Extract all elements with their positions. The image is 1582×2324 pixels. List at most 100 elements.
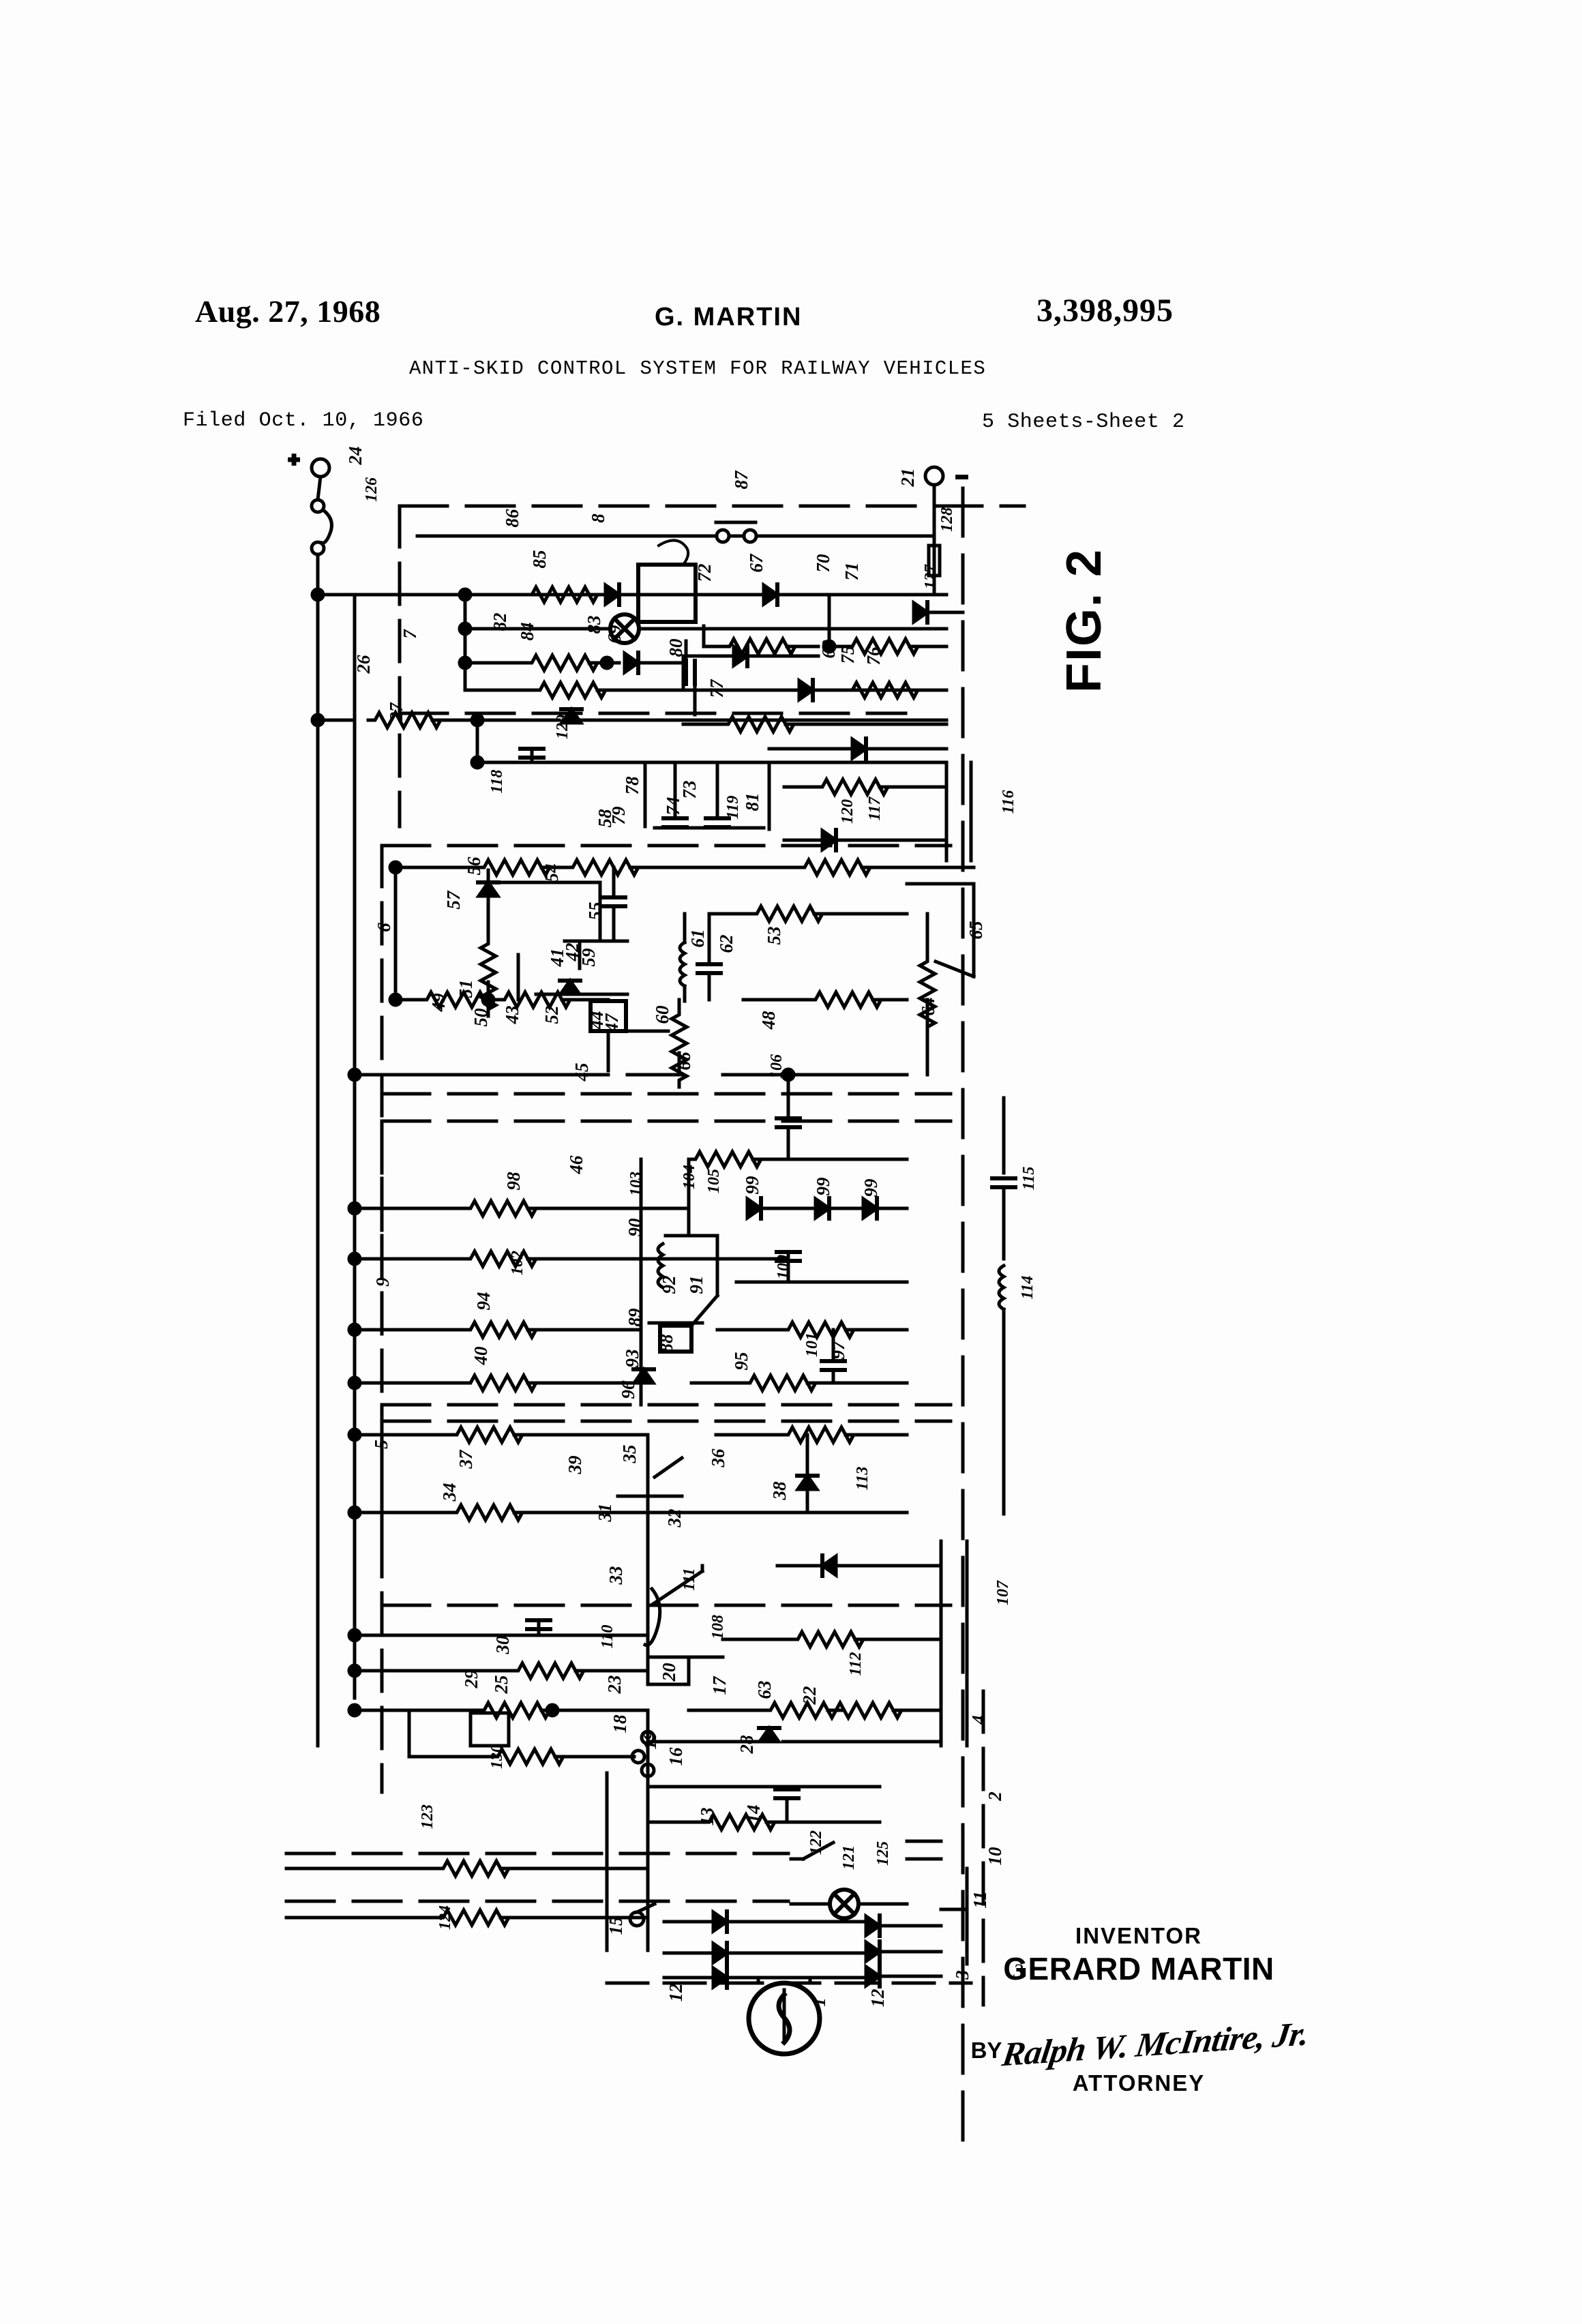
ref-numeral-101: 101: [803, 1332, 821, 1357]
ref-numeral-69: 69: [604, 625, 625, 644]
ref-numeral-86: 86: [502, 509, 522, 528]
ref-numeral-110: 110: [599, 1625, 616, 1649]
patent-title: ANTI-SKID CONTROL SYSTEM FOR RAILWAY VEH…: [409, 357, 987, 380]
ref-numeral-5: 5: [371, 1440, 391, 1449]
ref-numeral-55: 55: [585, 902, 606, 921]
ref-numeral-74: 74: [663, 797, 683, 816]
ref-numeral-107: 107: [994, 1580, 1012, 1605]
ref-numeral-11: 11: [970, 1891, 990, 1909]
ref-numeral-2: 2: [985, 1791, 1005, 1802]
ref-numeral-49: 49: [428, 993, 449, 1013]
ref-numeral-68: 68: [818, 640, 839, 659]
ref-numeral-76: 76: [863, 646, 884, 666]
ref-numeral-66: 66: [674, 1052, 694, 1071]
ref-numeral-31: 31: [595, 1504, 615, 1523]
ref-numeral-119: 119: [724, 796, 742, 820]
ref-numeral-37: 37: [456, 1449, 476, 1470]
ref-numeral-3: 3: [952, 1970, 972, 1980]
ref-numeral-20: 20: [659, 1663, 679, 1682]
ref-numeral-56: 56: [464, 856, 484, 876]
ref-numeral-77: 77: [706, 679, 727, 698]
ref-numeral-117: 117: [866, 796, 884, 821]
ref-numeral-54: 54: [541, 864, 562, 882]
ref-numeral-85: 85: [529, 550, 550, 569]
by-word: BY: [970, 2038, 1002, 2063]
ref-numeral-124: 124: [436, 1905, 454, 1930]
ref-numeral-87: 87: [731, 470, 751, 490]
ref-numeral-129: 129: [554, 715, 571, 739]
ref-numeral-35: 35: [619, 1445, 640, 1464]
ref-numeral-27: 27: [386, 702, 406, 722]
ref-numeral-89: 89: [625, 1308, 645, 1327]
ref-numeral-25: 25: [491, 1675, 511, 1695]
ref-numeral-71: 71: [841, 563, 862, 581]
ref-numeral-22: 22: [799, 1686, 820, 1705]
ref-numeral-58: 58: [595, 809, 615, 828]
ref-numeral-63: 63: [754, 1681, 775, 1699]
svg-text:+: +: [284, 455, 304, 465]
ref-numeral-45: 45: [571, 1063, 592, 1082]
ref-numeral-23: 23: [604, 1675, 625, 1695]
ref-numeral-103: 103: [627, 1172, 645, 1196]
ref-numeral-19: 19: [640, 1731, 660, 1750]
ref-numeral-13: 13: [697, 1808, 717, 1826]
ref-numeral-41: 41: [547, 949, 567, 968]
ref-numeral-123: 123: [419, 1804, 436, 1829]
ref-numeral-105: 105: [705, 1169, 723, 1193]
sheet-count: 5 Sheets-Sheet 2: [982, 411, 1185, 434]
ref-numeral-91: 91: [686, 1276, 706, 1294]
ref-numeral-64: 64: [918, 998, 938, 1016]
ref-numeral-72: 72: [694, 564, 715, 582]
ref-numeral-99: 99: [861, 1178, 881, 1197]
inventor-surname-heading: G. MARTIN: [655, 303, 803, 331]
ref-numeral-113: 113: [854, 1467, 871, 1491]
ref-numeral-126: 126: [363, 477, 380, 502]
ref-numeral-115: 115: [1020, 1167, 1038, 1191]
ref-numeral-84: 84: [517, 623, 537, 641]
ref-numeral-60: 60: [652, 1005, 672, 1024]
ref-numeral-73: 73: [679, 781, 700, 799]
ref-numeral-81: 81: [742, 793, 762, 811]
ref-numeral-16: 16: [666, 1747, 686, 1766]
ref-numeral-79: 79: [608, 806, 629, 825]
ref-numeral-125: 125: [874, 1841, 892, 1866]
ref-numeral-46: 46: [566, 1155, 586, 1175]
ref-numeral-40: 40: [471, 1346, 491, 1366]
ref-numeral-38: 38: [769, 1481, 790, 1501]
ref-numeral-100: 100: [775, 1255, 792, 1279]
ref-numeral-104: 104: [681, 1165, 698, 1189]
filing-date-heading: Aug. 27, 1968: [195, 294, 381, 329]
ref-numeral-121: 121: [840, 1845, 858, 1870]
ref-numeral-6: 6: [374, 923, 394, 932]
ref-numeral-52: 52: [541, 1006, 562, 1024]
ref-numeral-114: 114: [1019, 1276, 1036, 1300]
ref-numeral-94: 94: [473, 1292, 494, 1311]
ref-numeral-42: 42: [562, 943, 582, 962]
ref-numeral-93: 93: [622, 1350, 642, 1368]
ref-numeral-28: 28: [736, 1735, 757, 1755]
ref-numeral-50: 50: [471, 1008, 491, 1027]
ref-numeral-53: 53: [764, 927, 784, 945]
ref-numeral-33: 33: [606, 1566, 626, 1585]
ref-numeral-78: 78: [622, 776, 642, 795]
ref-numeral-48: 48: [758, 1011, 779, 1030]
ref-numeral-51: 51: [456, 980, 476, 998]
ref-numeral-65: 65: [966, 921, 986, 940]
ref-numeral-99: 99: [813, 1177, 833, 1196]
ref-numeral-59: 59: [578, 948, 599, 967]
ref-numeral-118: 118: [488, 770, 506, 794]
ref-numeral-39: 39: [565, 1455, 585, 1475]
ref-numeral-34: 34: [439, 1483, 460, 1502]
ref-numeral-127: 127: [922, 564, 940, 589]
ref-numeral-44: 44: [586, 1011, 607, 1030]
ref-numeral-43: 43: [502, 1006, 522, 1025]
ref-numeral-26: 26: [353, 655, 374, 674]
ref-numeral-47: 47: [601, 1013, 622, 1033]
ref-numeral-4: 4: [968, 1715, 989, 1725]
ref-numeral-12: 12: [867, 1989, 888, 2008]
inventor-lead-ref: 3: [1013, 1960, 1024, 1982]
inventor-word: INVENTOR: [1075, 1923, 1202, 1948]
ref-numeral-97: 97: [828, 1340, 848, 1360]
